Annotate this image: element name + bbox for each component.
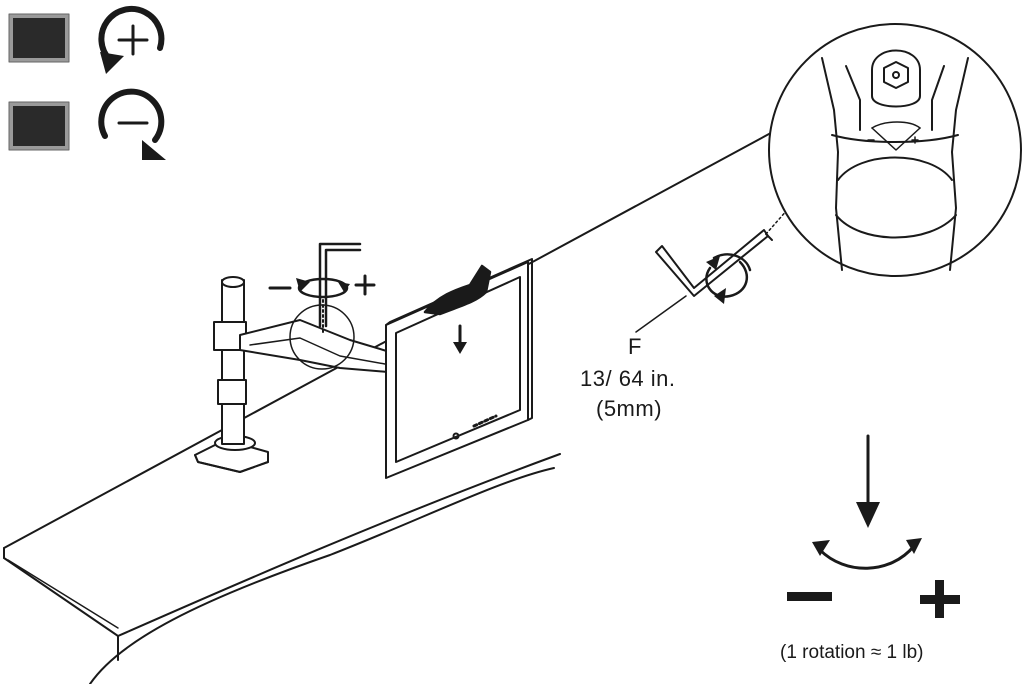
tension-decrease-sign [787, 592, 832, 601]
tension-increase-sign-vertical [935, 580, 944, 618]
hex-key-on-arm [296, 242, 362, 336]
detail-magnifier [768, 23, 1022, 277]
legend-increase-swatch [8, 13, 70, 63]
hex-key-f-leader-line [635, 295, 687, 333]
legend-decrease-swatch [8, 101, 70, 151]
hand-icon [423, 264, 492, 354]
curved-double-arrow-icon [812, 538, 922, 570]
down-arrow-icon [856, 434, 880, 528]
mount-pole [213, 276, 247, 445]
tool-size-inches: 13/ 64 in. [580, 366, 676, 391]
monitor [385, 258, 533, 479]
tool-letter: F [628, 334, 642, 359]
rotate-clockwise-minus-icon [98, 88, 166, 160]
rotation-note: (1 rotation ≈ 1 lb) [780, 642, 924, 663]
hex-key-f [655, 229, 773, 304]
arm-adjust-plus-sign [354, 274, 376, 296]
rotate-clockwise-plus-icon [98, 6, 165, 74]
tool-size-mm: (5mm) [596, 396, 663, 421]
gas-spring-arm [239, 304, 391, 373]
